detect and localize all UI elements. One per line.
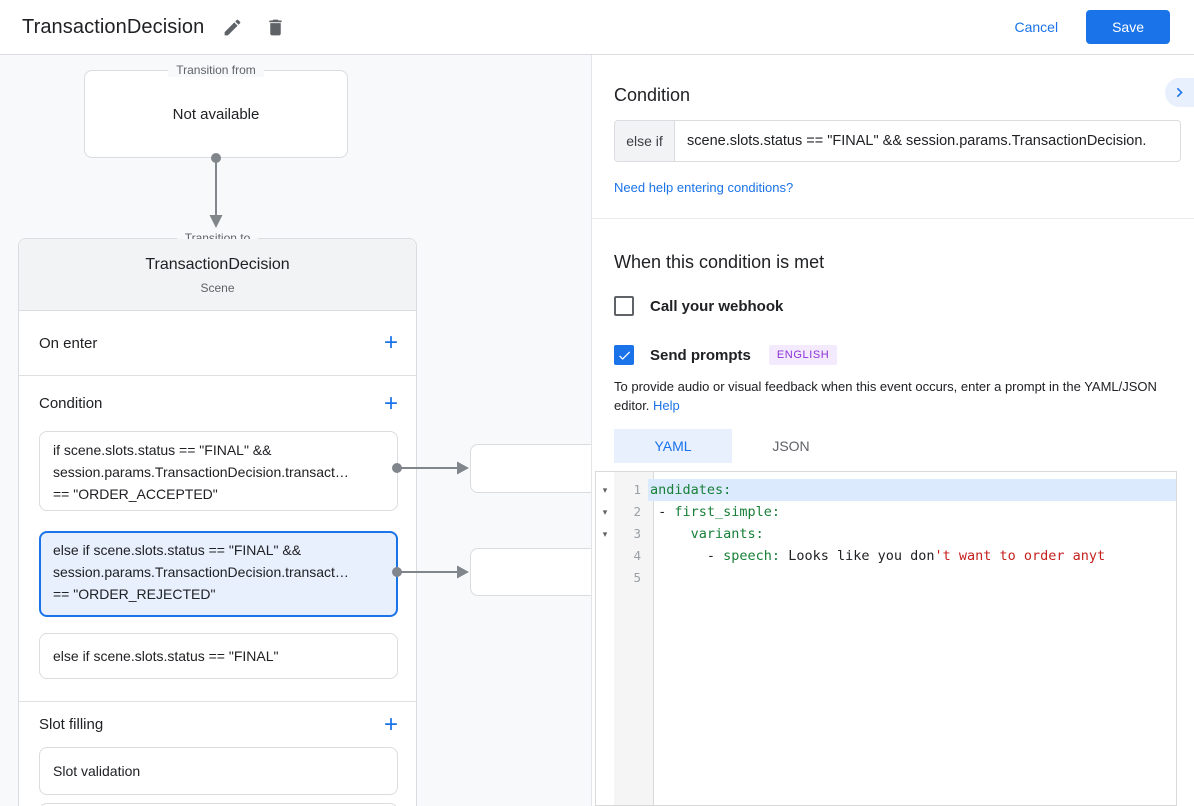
- yaml-token: speech:: [723, 548, 781, 564]
- fold-toggle-icon[interactable]: ▾: [602, 507, 608, 517]
- condition-detail-panel: Condition else if Need help entering con…: [591, 55, 1194, 806]
- collapse-panel-button[interactable]: [1165, 78, 1194, 107]
- trash-icon: [265, 17, 286, 38]
- slot-filling-label: Slot filling: [39, 716, 104, 733]
- description-line: editor.: [614, 398, 650, 413]
- fold-toggle-icon[interactable]: ▾: [602, 529, 608, 539]
- condition-text-line: session.params.TransactionDecision.trans…: [53, 564, 349, 580]
- fold-toggle-icon[interactable]: ▾: [602, 485, 608, 495]
- slot-card-text: Slot validation: [53, 763, 141, 779]
- transition-from-box: Transition from Not available: [84, 63, 348, 158]
- scene-card: Transition to TransactionDecision Scene …: [18, 231, 417, 806]
- save-button[interactable]: Save: [1086, 10, 1170, 44]
- yaml-token: Looks like you don: [780, 548, 935, 564]
- yaml-token: variants:: [690, 526, 764, 542]
- send-prompts-checkbox[interactable]: [614, 345, 634, 365]
- condition-text-line: == "ORDER_ACCEPTED": [53, 486, 218, 502]
- tab-json[interactable]: JSON: [772, 438, 810, 454]
- condition-card-accepted[interactable]: if scene.slots.status == "FINAL" && sess…: [39, 431, 398, 511]
- slot-validation-card[interactable]: Slot validation: [39, 747, 398, 795]
- panel-title: Condition: [614, 85, 691, 105]
- editor-tabs: YAML JSON: [614, 429, 850, 463]
- yaml-token: 't want to order anyt: [934, 548, 1106, 564]
- condition-card-final[interactable]: else if scene.slots.status == "FINAL": [39, 633, 398, 679]
- conditions-help-link[interactable]: Need help entering conditions?: [614, 180, 794, 195]
- transition-from-label: Transition from: [168, 63, 264, 77]
- top-bar: TransactionDecision Cancel Save: [0, 0, 1194, 55]
- slot-filling-section: Slot filling +: [19, 701, 416, 747]
- description-line: To provide audio or visual feedback when…: [614, 379, 1157, 394]
- yaml-token: -: [650, 504, 675, 520]
- yaml-token: andidates:: [650, 482, 732, 498]
- editor-line: ▾ 1 andidates:: [596, 479, 1176, 501]
- yaml-token: -: [650, 548, 724, 564]
- panel-divider: [592, 218, 1194, 219]
- condition-text-line: else if scene.slots.status == "FINAL": [53, 648, 279, 664]
- scene-canvas: Transition from Not available Transition…: [0, 55, 1194, 806]
- delete-scene-button[interactable]: [261, 13, 290, 42]
- condition-section: Condition +: [19, 376, 416, 431]
- add-on-enter-button[interactable]: +: [383, 329, 398, 356]
- webhook-row: Call your webhook: [614, 296, 783, 316]
- fold-toggle-icon: [596, 567, 614, 589]
- condition-text-line: session.params.TransactionDecision.trans…: [53, 464, 349, 480]
- condition-text-line: else if scene.slots.status == "FINAL" &&: [53, 542, 302, 558]
- line-number: 3: [633, 526, 641, 541]
- help-link[interactable]: Help: [653, 398, 680, 413]
- condition-text-line: == "ORDER_REJECTED": [53, 586, 216, 602]
- on-enter-section: On enter +: [19, 311, 416, 376]
- editor-gutter: [596, 472, 654, 805]
- line-number: 5: [633, 570, 641, 585]
- send-prompts-label: Send prompts: [650, 346, 751, 364]
- prompts-description: To provide audio or visual feedback when…: [614, 377, 1157, 415]
- on-enter-label: On enter: [39, 334, 98, 352]
- condition-card-rejected-selected[interactable]: else if scene.slots.status == "FINAL" &&…: [39, 531, 398, 617]
- condition-label: Condition: [39, 395, 103, 412]
- editor-line: 5: [596, 567, 1176, 589]
- editor-line: ▾ 2 - first_simple:: [596, 501, 1176, 523]
- yaml-token: first_simple:: [674, 504, 781, 520]
- scene-card-header: TransactionDecision Scene: [19, 239, 416, 311]
- yaml-editor[interactable]: ▾ 1 andidates: ▾ 2 - first_simple: ▾ 3 v…: [595, 471, 1177, 806]
- language-badge: ENGLISH: [768, 345, 838, 365]
- transition-from-value: Not available: [172, 105, 260, 123]
- add-condition-button[interactable]: +: [383, 389, 398, 417]
- line-number: 2: [633, 504, 641, 519]
- down-arrow: [209, 153, 223, 228]
- yaml-token: [650, 526, 691, 542]
- line-number: 4: [633, 548, 641, 563]
- fold-toggle-icon: [596, 545, 614, 567]
- when-met-title: When this condition is met: [614, 252, 825, 272]
- editor-line: 4 - speech: Looks like you don't want to…: [596, 545, 1176, 567]
- send-prompts-row: Send prompts ENGLISH: [614, 345, 838, 365]
- condition-expression-group: else if: [614, 120, 1181, 162]
- add-slot-button[interactable]: +: [383, 710, 398, 738]
- chevron-right-icon: [1170, 83, 1189, 102]
- editor-lines: ▾ 1 andidates: ▾ 2 - first_simple: ▾ 3 v…: [596, 472, 1176, 589]
- pencil-icon: [222, 17, 243, 38]
- transition-target-box[interactable]: [470, 444, 600, 493]
- call-webhook-checkbox[interactable]: [614, 296, 634, 316]
- editor-line: ▾ 3 variants:: [596, 523, 1176, 545]
- edit-scene-button[interactable]: [218, 13, 247, 42]
- condition-text-line: if scene.slots.status == "FINAL" &&: [53, 442, 272, 458]
- page-title: TransactionDecision: [22, 15, 205, 38]
- tab-yaml[interactable]: YAML: [614, 429, 732, 463]
- condition-prefix: else if: [615, 121, 675, 161]
- transition-target-box[interactable]: [470, 548, 600, 596]
- cancel-button[interactable]: Cancel: [1014, 19, 1059, 35]
- check-icon: [617, 348, 632, 363]
- call-webhook-label: Call your webhook: [650, 297, 784, 315]
- line-number: 1: [633, 482, 641, 497]
- scene-name: TransactionDecision: [145, 256, 290, 273]
- scene-type: Scene: [200, 281, 235, 295]
- condition-expression-input[interactable]: [675, 121, 1180, 161]
